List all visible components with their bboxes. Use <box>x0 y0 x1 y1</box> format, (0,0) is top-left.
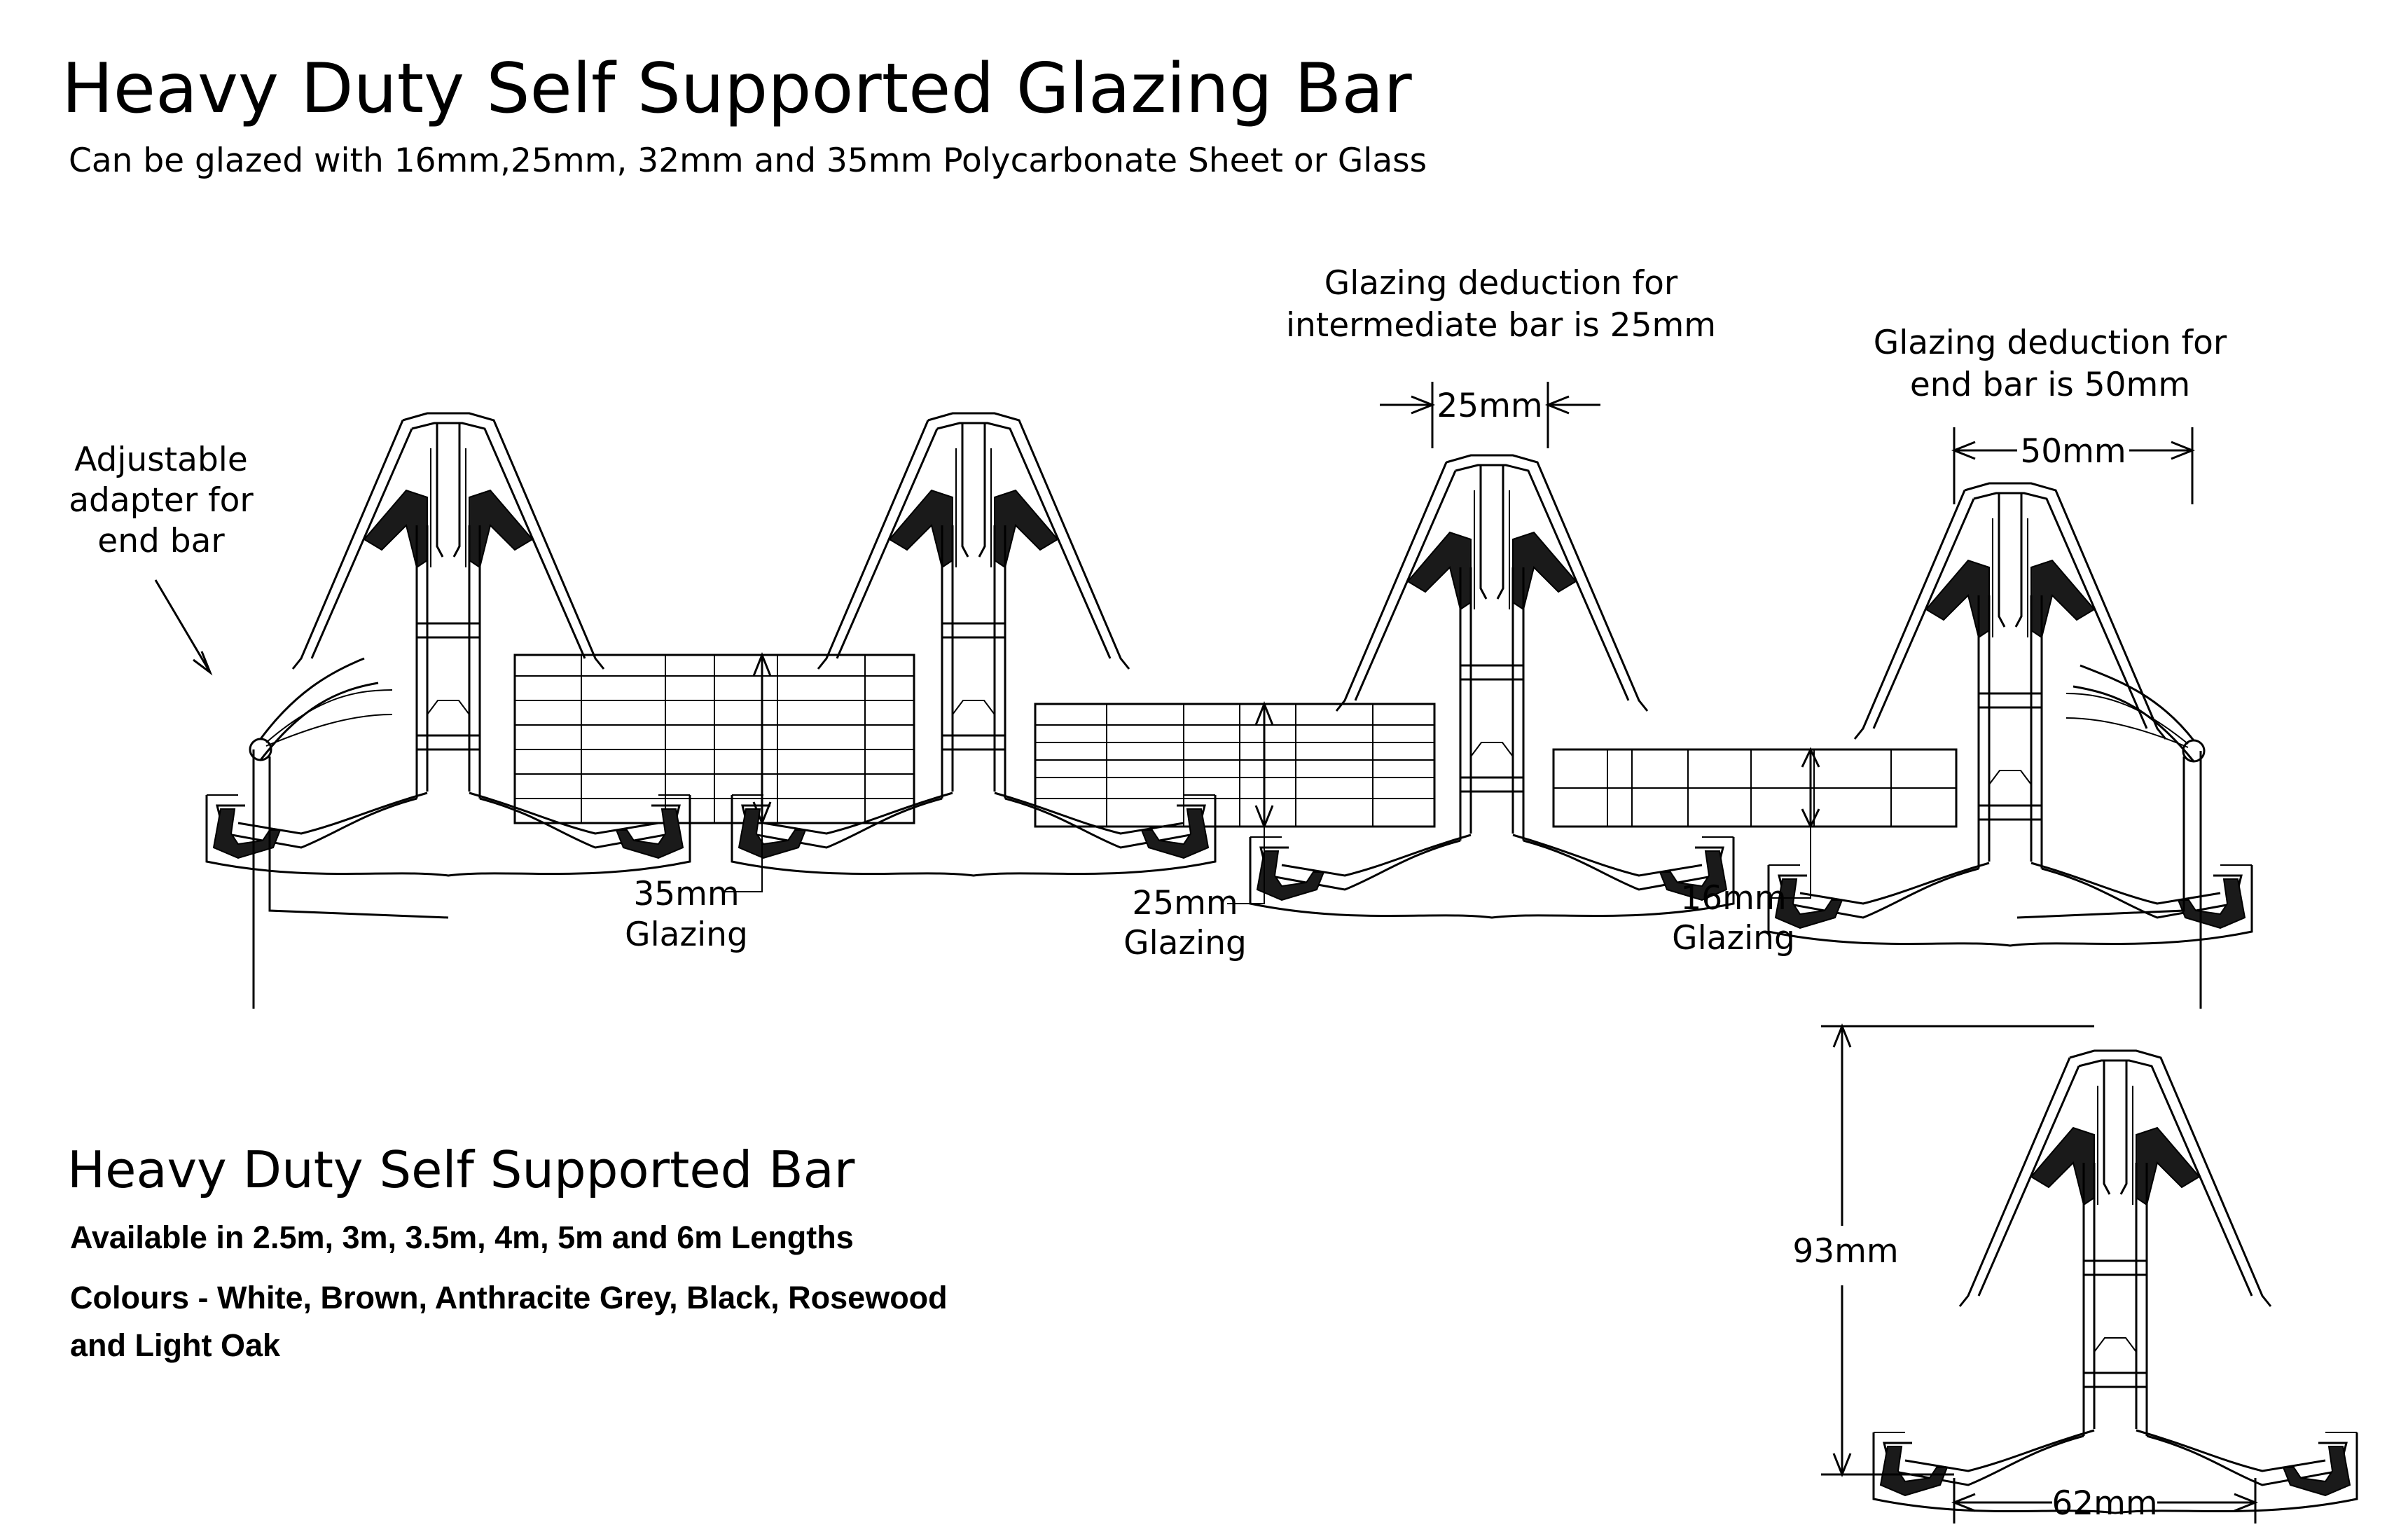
end-gap-label: 50mm <box>2020 432 2126 471</box>
intermediate-bar-2 <box>1249 454 1735 919</box>
glazing-25-leader <box>1227 827 1265 904</box>
product-colours-line-2: and Light Oak <box>70 1327 281 1363</box>
product-lengths: Available in 2.5m, 3m, 3.5m, 4m, 5m and … <box>70 1219 854 1255</box>
glazing-16-word: Glazing <box>1672 919 1795 958</box>
intermediate-gap-dimension <box>1380 382 1600 448</box>
single-bar-detail <box>1872 1049 2358 1514</box>
page-title: Heavy Duty Self Supported Glazing Bar <box>62 49 1412 129</box>
glazing-35-size: 35mm <box>633 875 739 913</box>
left-end-adapter <box>249 657 449 1009</box>
end-bar-right <box>1767 482 2253 947</box>
adapter-arrow <box>154 579 213 676</box>
bar-height-label: 93mm <box>1792 1232 1898 1271</box>
height-dimension <box>1821 1023 2094 1478</box>
glazing-16-leader <box>1772 827 1811 899</box>
intermediate-deduction-line-1: Glazing deduction for <box>1324 264 1678 303</box>
glazing-35-leader <box>725 823 763 892</box>
width-dimension <box>1951 1478 2259 1523</box>
adapter-label-line-2: adapter for <box>69 481 254 520</box>
intermediate-gap-label: 25mm <box>1437 387 1542 425</box>
bar-width-label: 62mm <box>2051 1484 2157 1523</box>
intermediate-deduction-line-2: intermediate bar is 25mm <box>1286 306 1716 345</box>
product-colours-line-1: Colours - White, Brown, Anthracite Grey,… <box>70 1280 948 1315</box>
glazing-25-size: 25mm <box>1132 884 1238 923</box>
glazing-35-word: Glazing <box>625 915 748 954</box>
right-end-adapter <box>2016 664 2206 1009</box>
end-gap-dimension <box>1951 427 2196 504</box>
page-subtitle: Can be glazed with 16mm,25mm, 32mm and 3… <box>69 141 1427 180</box>
glazing-25-word: Glazing <box>1123 924 1247 962</box>
sheet-16mm <box>1552 747 1958 829</box>
sheet-25mm <box>1034 700 1436 830</box>
adapter-label-line-1: Adjustable <box>74 441 248 479</box>
glazing-16-size: 16mm <box>1680 879 1786 918</box>
product-heading: Heavy Duty Self Supported Bar <box>67 1140 855 1199</box>
end-deduction-line-1: Glazing deduction for <box>1874 324 2227 362</box>
end-deduction-line-2: end bar is 50mm <box>1910 366 2190 404</box>
sheet-35mm <box>513 651 915 827</box>
adapter-label-line-3: end bar <box>97 522 225 560</box>
